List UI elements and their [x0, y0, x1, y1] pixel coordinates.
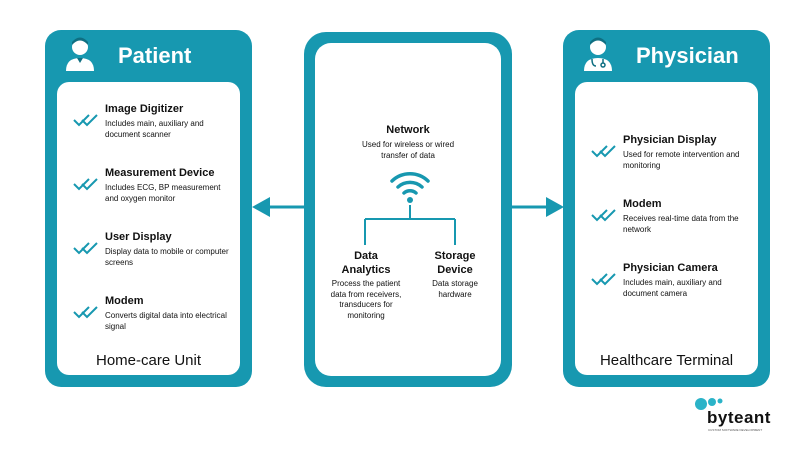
storage-desc: Data storage hardware	[432, 279, 478, 299]
double-check-icon	[73, 178, 98, 191]
item-title: Modem	[105, 295, 144, 307]
double-check-icon	[591, 273, 616, 286]
patient-panel: Patient Image Digitizer Includes main, a…	[45, 30, 252, 387]
item-title: Modem	[623, 198, 662, 210]
physician-panel: Physician Physician Display Used for rem…	[563, 30, 770, 387]
item-title: Physician Display	[623, 134, 717, 146]
patient-footer: Home-care Unit	[95, 352, 202, 369]
physician-icon	[583, 37, 613, 76]
storage-title: Storage Device	[434, 250, 476, 276]
patient-icon	[65, 37, 95, 76]
logo-tagline: CUSTOM SOFTWARE DEVELOPMENT	[708, 428, 763, 432]
physician-footer: Healthcare Terminal	[599, 352, 734, 369]
double-check-icon	[73, 306, 98, 319]
network-card: Network Used for wireless or wired trans…	[315, 43, 501, 376]
wifi-icon	[390, 172, 430, 203]
double-check-icon	[73, 114, 98, 127]
item-desc: Used for remote intervention and monitor…	[623, 150, 740, 170]
network-panel: Network Used for wireless or wired trans…	[304, 32, 512, 387]
arrow-to-patient	[252, 197, 306, 217]
analytics-title: Data Analytics	[341, 250, 391, 276]
item-title: Physician Camera	[623, 262, 718, 274]
item-title: Measurement Device	[105, 167, 215, 179]
item-desc: Receives real-time data from the network	[623, 214, 739, 234]
double-check-icon	[73, 242, 98, 255]
network-title: Network	[386, 124, 430, 136]
double-check-icon	[591, 209, 616, 222]
logo-dots-icon	[695, 398, 723, 410]
patient-title: Patient	[118, 43, 192, 68]
double-check-icon	[591, 145, 616, 158]
item-desc: Includes ECG, BP measurement and oxygen …	[105, 183, 221, 203]
byteant-logo: byteant CUSTOM SOFTWARE DEVELOPMENT	[692, 395, 792, 435]
branch-connector	[364, 205, 456, 245]
patient-card: Image Digitizer Includes main, auxiliary…	[57, 82, 240, 375]
physician-card: Physician Display Used for remote interv…	[575, 82, 758, 375]
item-title: Image Digitizer	[105, 103, 184, 115]
item-desc: Includes main, auxiliary and document sc…	[105, 119, 204, 139]
analytics-desc: Process the patient data from receivers,…	[330, 279, 402, 320]
item-title: User Display	[105, 231, 172, 243]
item-desc: Includes main, auxiliary and document ca…	[623, 278, 722, 298]
network-desc: Used for wireless or wired transfer of d…	[361, 140, 455, 160]
arrow-to-physician	[512, 197, 564, 217]
item-desc: Converts digital data into electrical si…	[105, 311, 227, 331]
logo-text: byteant	[707, 408, 771, 427]
physician-title: Physician	[636, 43, 739, 68]
item-desc: Display data to mobile or computer scree…	[105, 247, 229, 267]
